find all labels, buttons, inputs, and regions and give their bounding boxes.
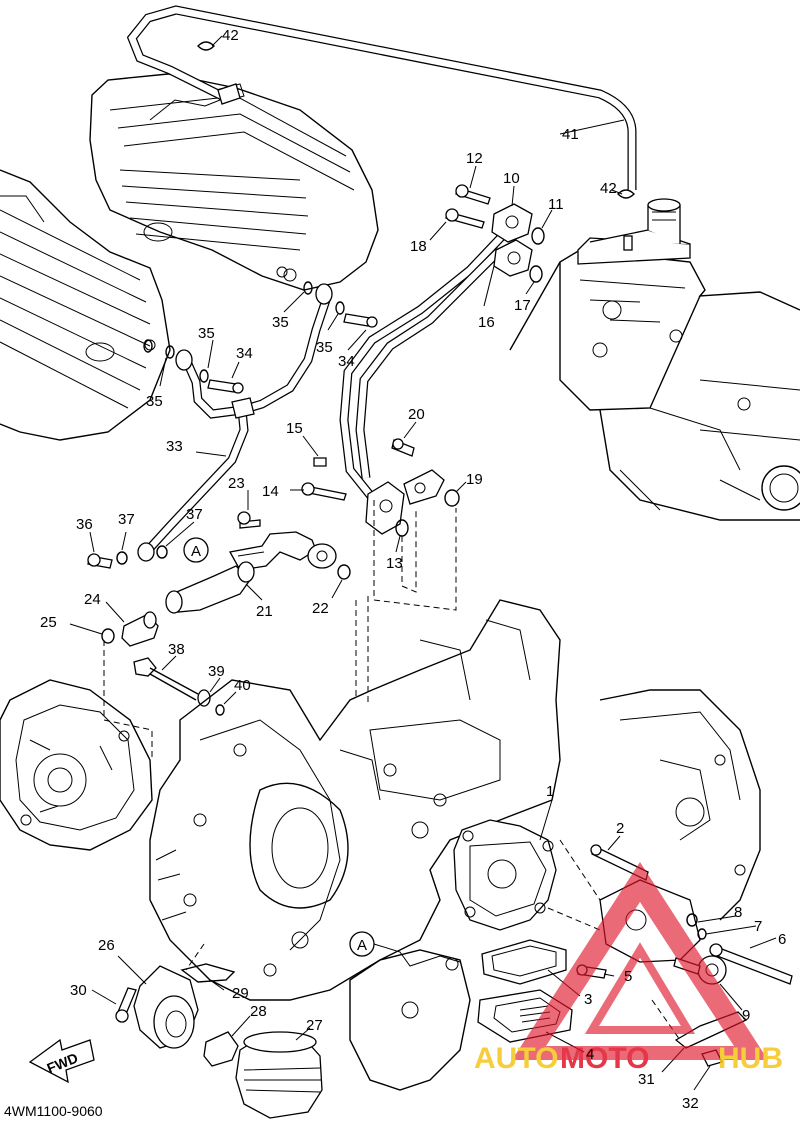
center-crankcase (149, 596, 561, 1001)
crankcase-lower-fragment (349, 949, 471, 1091)
breather-hose (126, 5, 637, 199)
callout-17: 17 (514, 297, 531, 314)
callout-34b: 34 (338, 353, 355, 370)
fwd-direction-arrow: FWD (28, 1038, 95, 1084)
callout-31: 31 (638, 1071, 655, 1088)
callout-24: 24 (84, 591, 101, 608)
callout-34a: 34 (236, 345, 253, 362)
left-crankcase-cover (0, 679, 153, 851)
callout-35a: 35 (272, 314, 289, 331)
callout-6: 6 (778, 931, 786, 948)
callout-13: 13 (386, 555, 403, 572)
callout-25: 25 (40, 614, 57, 631)
callout-2: 2 (616, 820, 624, 837)
right-crankcase-half (599, 689, 761, 921)
callout-26: 26 (98, 937, 115, 954)
callout-8: 8 (734, 904, 742, 921)
callout-35b: 35 (198, 325, 215, 342)
callout-20: 20 (408, 406, 425, 423)
crankcase-upper-right (509, 249, 800, 521)
callout-23: 23 (228, 475, 245, 492)
callout-16: 16 (478, 314, 495, 331)
callout-11: 11 (548, 196, 564, 213)
callout-4: 4 (586, 1046, 594, 1063)
callout-27: 27 (306, 1017, 323, 1034)
oil-pump-assembly (453, 799, 793, 1091)
callout-5: 5 (624, 968, 632, 985)
diagram-code: 4WM1100-9060 (4, 1103, 103, 1119)
callout-35d: 35 (146, 393, 163, 410)
callout-18: 18 (410, 238, 427, 255)
ref-marker-a-upper: A (183, 537, 209, 563)
callout-28: 28 (250, 1003, 267, 1020)
callout-40: 40 (234, 677, 251, 694)
ref-marker-label: A (357, 937, 367, 954)
callout-21: 21 (256, 603, 273, 620)
watermark-text-hub: HUB (718, 1042, 783, 1075)
oil-pipe-assembly (87, 281, 378, 569)
callout-37b: 37 (186, 506, 203, 523)
watermark-text-auto: AUTO (474, 1042, 558, 1075)
callout-14: 14 (262, 483, 279, 500)
callout-labels: 42 41 42 12 10 11 18 17 16 35 35 34 35 3… (40, 27, 786, 1112)
oil-pressure-bolt-assembly (133, 655, 237, 716)
callout-22: 22 (312, 600, 329, 617)
callout-41: 41 (562, 126, 579, 143)
watermark-text-moto: MOTO (560, 1042, 649, 1075)
callout-9: 9 (742, 1007, 750, 1024)
callout-35c: 35 (316, 339, 333, 356)
oil-tank (577, 198, 691, 265)
callout-15: 15 (286, 420, 303, 437)
strainer-pipe-assembly (69, 490, 351, 760)
callout-36: 36 (76, 516, 93, 533)
callout-33: 33 (166, 438, 183, 455)
callout-32: 32 (682, 1095, 699, 1112)
callout-42b: 42 (600, 180, 617, 197)
callout-30: 30 (70, 982, 87, 999)
callout-37a: 37 (118, 511, 135, 528)
callout-29: 29 (232, 985, 249, 1002)
callout-1: 1 (546, 783, 554, 800)
callout-38: 38 (168, 641, 185, 658)
oil-delivery-hose (290, 165, 553, 611)
callout-7: 7 (754, 918, 762, 935)
ref-marker-label: A (191, 543, 201, 560)
cylinder-head-assembly (0, 73, 379, 441)
callout-3: 3 (584, 991, 592, 1008)
callout-39: 39 (208, 663, 225, 680)
callout-42a: 42 (222, 27, 239, 44)
ref-marker-a-lower: A (349, 931, 461, 967)
callout-12: 12 (466, 150, 483, 167)
automotohub-watermark: AUTO MOTO HUB (474, 862, 783, 1075)
oil-filter-assembly (91, 943, 323, 1119)
callout-10: 10 (503, 170, 520, 187)
watermark-logo-icon (512, 862, 768, 1060)
callout-19: 19 (466, 471, 483, 488)
